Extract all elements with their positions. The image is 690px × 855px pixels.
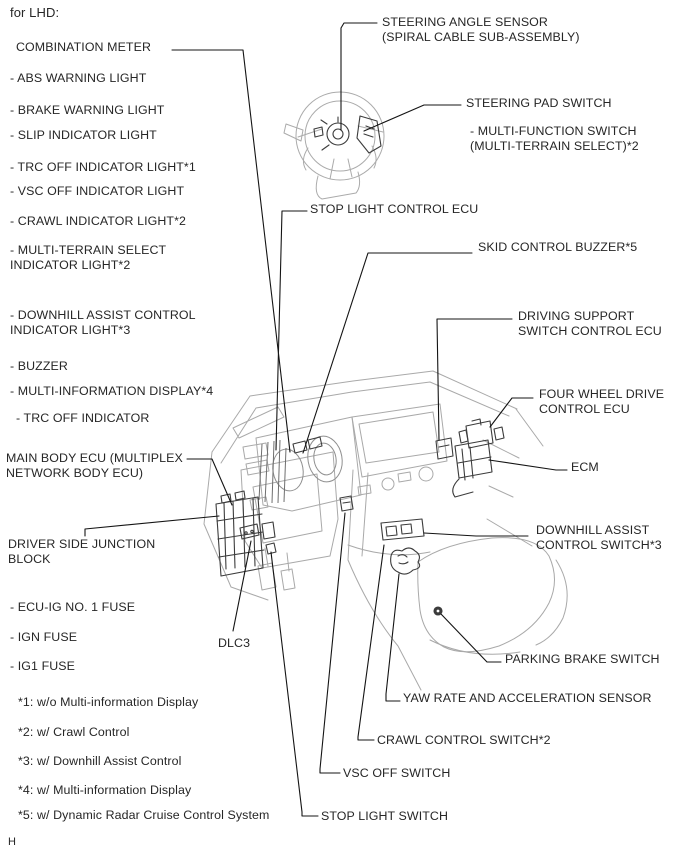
footnote-2: *2: w/ Crawl Control bbox=[18, 725, 130, 739]
component-art bbox=[215, 115, 505, 616]
label-skid-control-buzzer: SKID CONTROL BUZZER*5 bbox=[478, 240, 638, 254]
label-steering-angle-sensor: STEERING ANGLE SENSOR (SPIRAL CABLE SUB-… bbox=[382, 15, 580, 44]
label-ign-fuse: - IGN FUSE bbox=[10, 630, 78, 644]
variant-title: for LHD: bbox=[10, 5, 60, 20]
label-trc-off-indicator: - TRC OFF INDICATOR bbox=[16, 411, 150, 425]
label-parking-brake-switch: PARKING BRAKE SWITCH bbox=[505, 652, 660, 666]
leader-downhill-switch bbox=[423, 532, 529, 537]
label-buzzer: - BUZZER bbox=[10, 359, 68, 373]
cluster-top-connectors-art bbox=[292, 436, 323, 454]
label-driving-support-switch-control-ecu: DRIVING SUPPORT SWITCH CONTROL ECU bbox=[518, 309, 662, 338]
label-four-wheel-drive-control-ecu: FOUR WHEEL DRIVE CONTROL ECU bbox=[539, 387, 665, 416]
footnote-5: *5: w/ Dynamic Radar Cruise Control Syst… bbox=[18, 808, 270, 822]
dlc3-art bbox=[239, 523, 260, 540]
footnote-4: *4: w/ Multi-information Display bbox=[18, 783, 192, 797]
label-trc-off-indicator-light: - TRC OFF INDICATOR LIGHT*1 bbox=[10, 160, 196, 174]
steering-angle-sensor-art bbox=[313, 116, 350, 151]
label-main-body-ecu: MAIN BODY ECU (MULTIPLEX NETWORK BODY EC… bbox=[6, 451, 183, 480]
label-steering-pad-switch: STEERING PAD SWITCH bbox=[466, 96, 612, 110]
driving-support-ecu-art bbox=[435, 437, 454, 460]
label-multi-terrain-select-indicator-light: - MULTI-TERRAIN SELECT INDICATOR LIGHT*2 bbox=[10, 243, 167, 272]
yaw-sensor-art bbox=[390, 547, 421, 575]
label-dlc3: DLC3 bbox=[218, 636, 251, 650]
leader-stop-light-control-ecu bbox=[275, 210, 308, 451]
label-crawl-control-switch: CRAWL CONTROL SWITCH*2 bbox=[377, 733, 551, 747]
label-downhill-assist-indicator-light: - DOWNHILL ASSIST CONTROL INDICATOR LIGH… bbox=[10, 308, 196, 337]
leader-main-body-ecu bbox=[186, 458, 233, 506]
label-downhill-assist-control-switch: DOWNHILL ASSIST CONTROL SWITCH*3 bbox=[536, 523, 662, 552]
leader-dlc3 bbox=[232, 540, 252, 632]
label-ecm: ECM bbox=[571, 460, 599, 474]
leader-lines bbox=[84, 22, 568, 817]
leader-parking-brake-switch bbox=[440, 613, 502, 663]
leader-stop-light-switch bbox=[270, 551, 319, 817]
label-yaw-rate-and-acceleration-sensor: YAW RATE AND ACCELERATION SENSOR bbox=[403, 691, 652, 705]
leader-four-wheel-drive-ecu bbox=[489, 397, 534, 428]
leader-vsc-off-switch bbox=[319, 512, 346, 774]
junction-block-art bbox=[215, 490, 277, 577]
vsc-off-switch-art bbox=[339, 495, 354, 512]
leader-junction-block bbox=[84, 515, 220, 537]
label-stop-light-control-ecu: STOP LIGHT CONTROL ECU bbox=[310, 202, 479, 216]
label-brake-warning-light: - BRAKE WARNING LIGHT bbox=[10, 103, 165, 117]
label-crawl-indicator-light: - CRAWL INDICATOR LIGHT*2 bbox=[10, 214, 186, 228]
label-driver-side-junction-block: DRIVER SIDE JUNCTION BLOCK bbox=[8, 537, 156, 566]
label-combination-meter: COMBINATION METER bbox=[16, 40, 152, 54]
leader-combination-meter bbox=[171, 49, 291, 453]
leader-skid-control-buzzer bbox=[302, 252, 473, 454]
label-vsc-off-indicator-light: - VSC OFF INDICATOR LIGHT bbox=[10, 184, 185, 198]
steering-pad-switch-art bbox=[356, 115, 382, 154]
page-marker: H bbox=[8, 836, 17, 848]
leader-driving-support-ecu bbox=[436, 318, 513, 441]
footnote-3: *3: w/ Downhill Assist Control bbox=[18, 754, 182, 768]
steering-wheel-art bbox=[283, 91, 385, 200]
label-ig1-fuse: - IG1 FUSE bbox=[10, 659, 76, 673]
leader-crawl-switch bbox=[357, 544, 385, 741]
parking-brake-switch-art bbox=[433, 606, 443, 616]
label-multi-function-switch: - MULTI-FUNCTION SWITCH (MULTI-TERRAIN S… bbox=[470, 124, 639, 153]
label-vsc-off-switch: VSC OFF SWITCH bbox=[343, 766, 451, 780]
label-stop-light-switch: STOP LIGHT SWITCH bbox=[321, 809, 449, 823]
label-abs-warning-light: - ABS WARNING LIGHT bbox=[10, 71, 147, 85]
four-wheel-drive-ecu-art bbox=[458, 418, 505, 449]
footnote-1: *1: w/o Multi-information Display bbox=[18, 695, 199, 709]
downhill-switch-panel-art bbox=[380, 518, 425, 541]
leader-ecm bbox=[488, 459, 568, 471]
label-multi-information-display: - MULTI-INFORMATION DISPLAY*4 bbox=[10, 384, 214, 398]
label-ecu-ig-no1-fuse: - ECU-IG NO. 1 FUSE bbox=[10, 600, 136, 614]
leader-yaw-sensor bbox=[385, 573, 401, 702]
ecm-art bbox=[452, 439, 493, 498]
label-slip-indicator-light: - SLIP INDICATOR LIGHT bbox=[10, 128, 157, 142]
leader-steering-angle-sensor bbox=[340, 22, 378, 131]
gauge-dials-art bbox=[258, 435, 343, 504]
leader-steering-pad-switch bbox=[363, 104, 462, 132]
